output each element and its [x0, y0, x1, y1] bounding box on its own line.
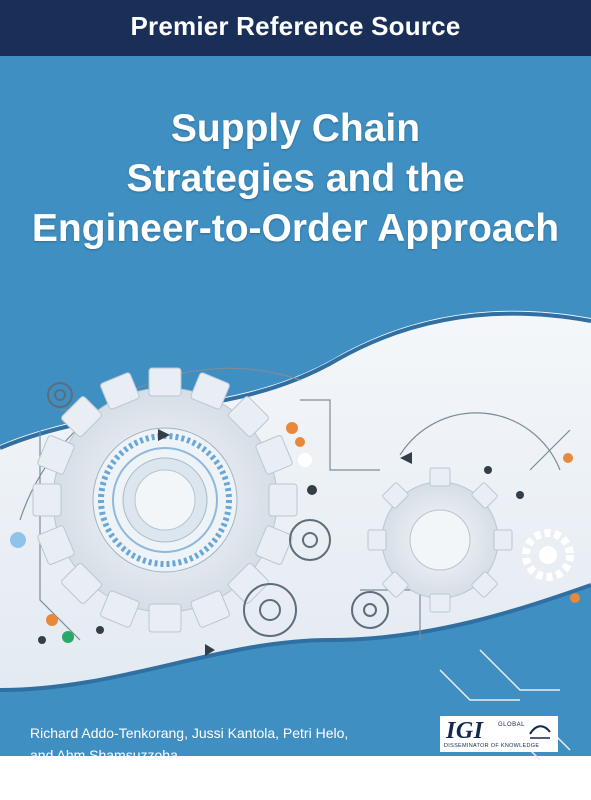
medium-gear — [367, 467, 513, 613]
title-line-2: Strategies and the — [126, 157, 465, 200]
publisher-tagline: DISSEMINATOR OF KNOWLEDGE — [444, 743, 540, 749]
series-label: Premier Reference Source — [130, 11, 461, 41]
large-gear — [32, 367, 298, 633]
title-line-1: Supply Chain — [170, 107, 421, 150]
series-banner: Premier Reference Source — [0, 0, 591, 56]
small-gear-3 — [289, 519, 331, 561]
publisher-logo-sub: GLOBAL — [498, 722, 526, 728]
publisher-logo-text: IGI — [446, 718, 484, 744]
small-gear-2 — [243, 583, 297, 637]
publisher-mark-icon — [529, 725, 551, 739]
authors: Richard Addo-Tenkorang, Jussi Kantola, P… — [30, 722, 390, 766]
accent-dots — [10, 422, 580, 644]
wave-line-bottom — [0, 583, 591, 692]
small-gear-1 — [47, 382, 73, 408]
white-gear-right — [522, 529, 574, 581]
authors-line-2: and Ahm Shamsuzzoha — [30, 747, 178, 763]
arrow-icon — [158, 429, 412, 656]
book-title: Supply Chain Strategies and the Engineer… — [10, 104, 581, 254]
authors-line-1: Richard Addo-Tenkorang, Jussi Kantola, P… — [30, 725, 349, 741]
small-gear-4 — [351, 591, 389, 629]
publisher-logo: IGI GLOBAL DISSEMINATOR OF KNOWLEDGE — [440, 716, 558, 752]
title-line-3: Engineer-to-Order Approach — [31, 207, 560, 250]
